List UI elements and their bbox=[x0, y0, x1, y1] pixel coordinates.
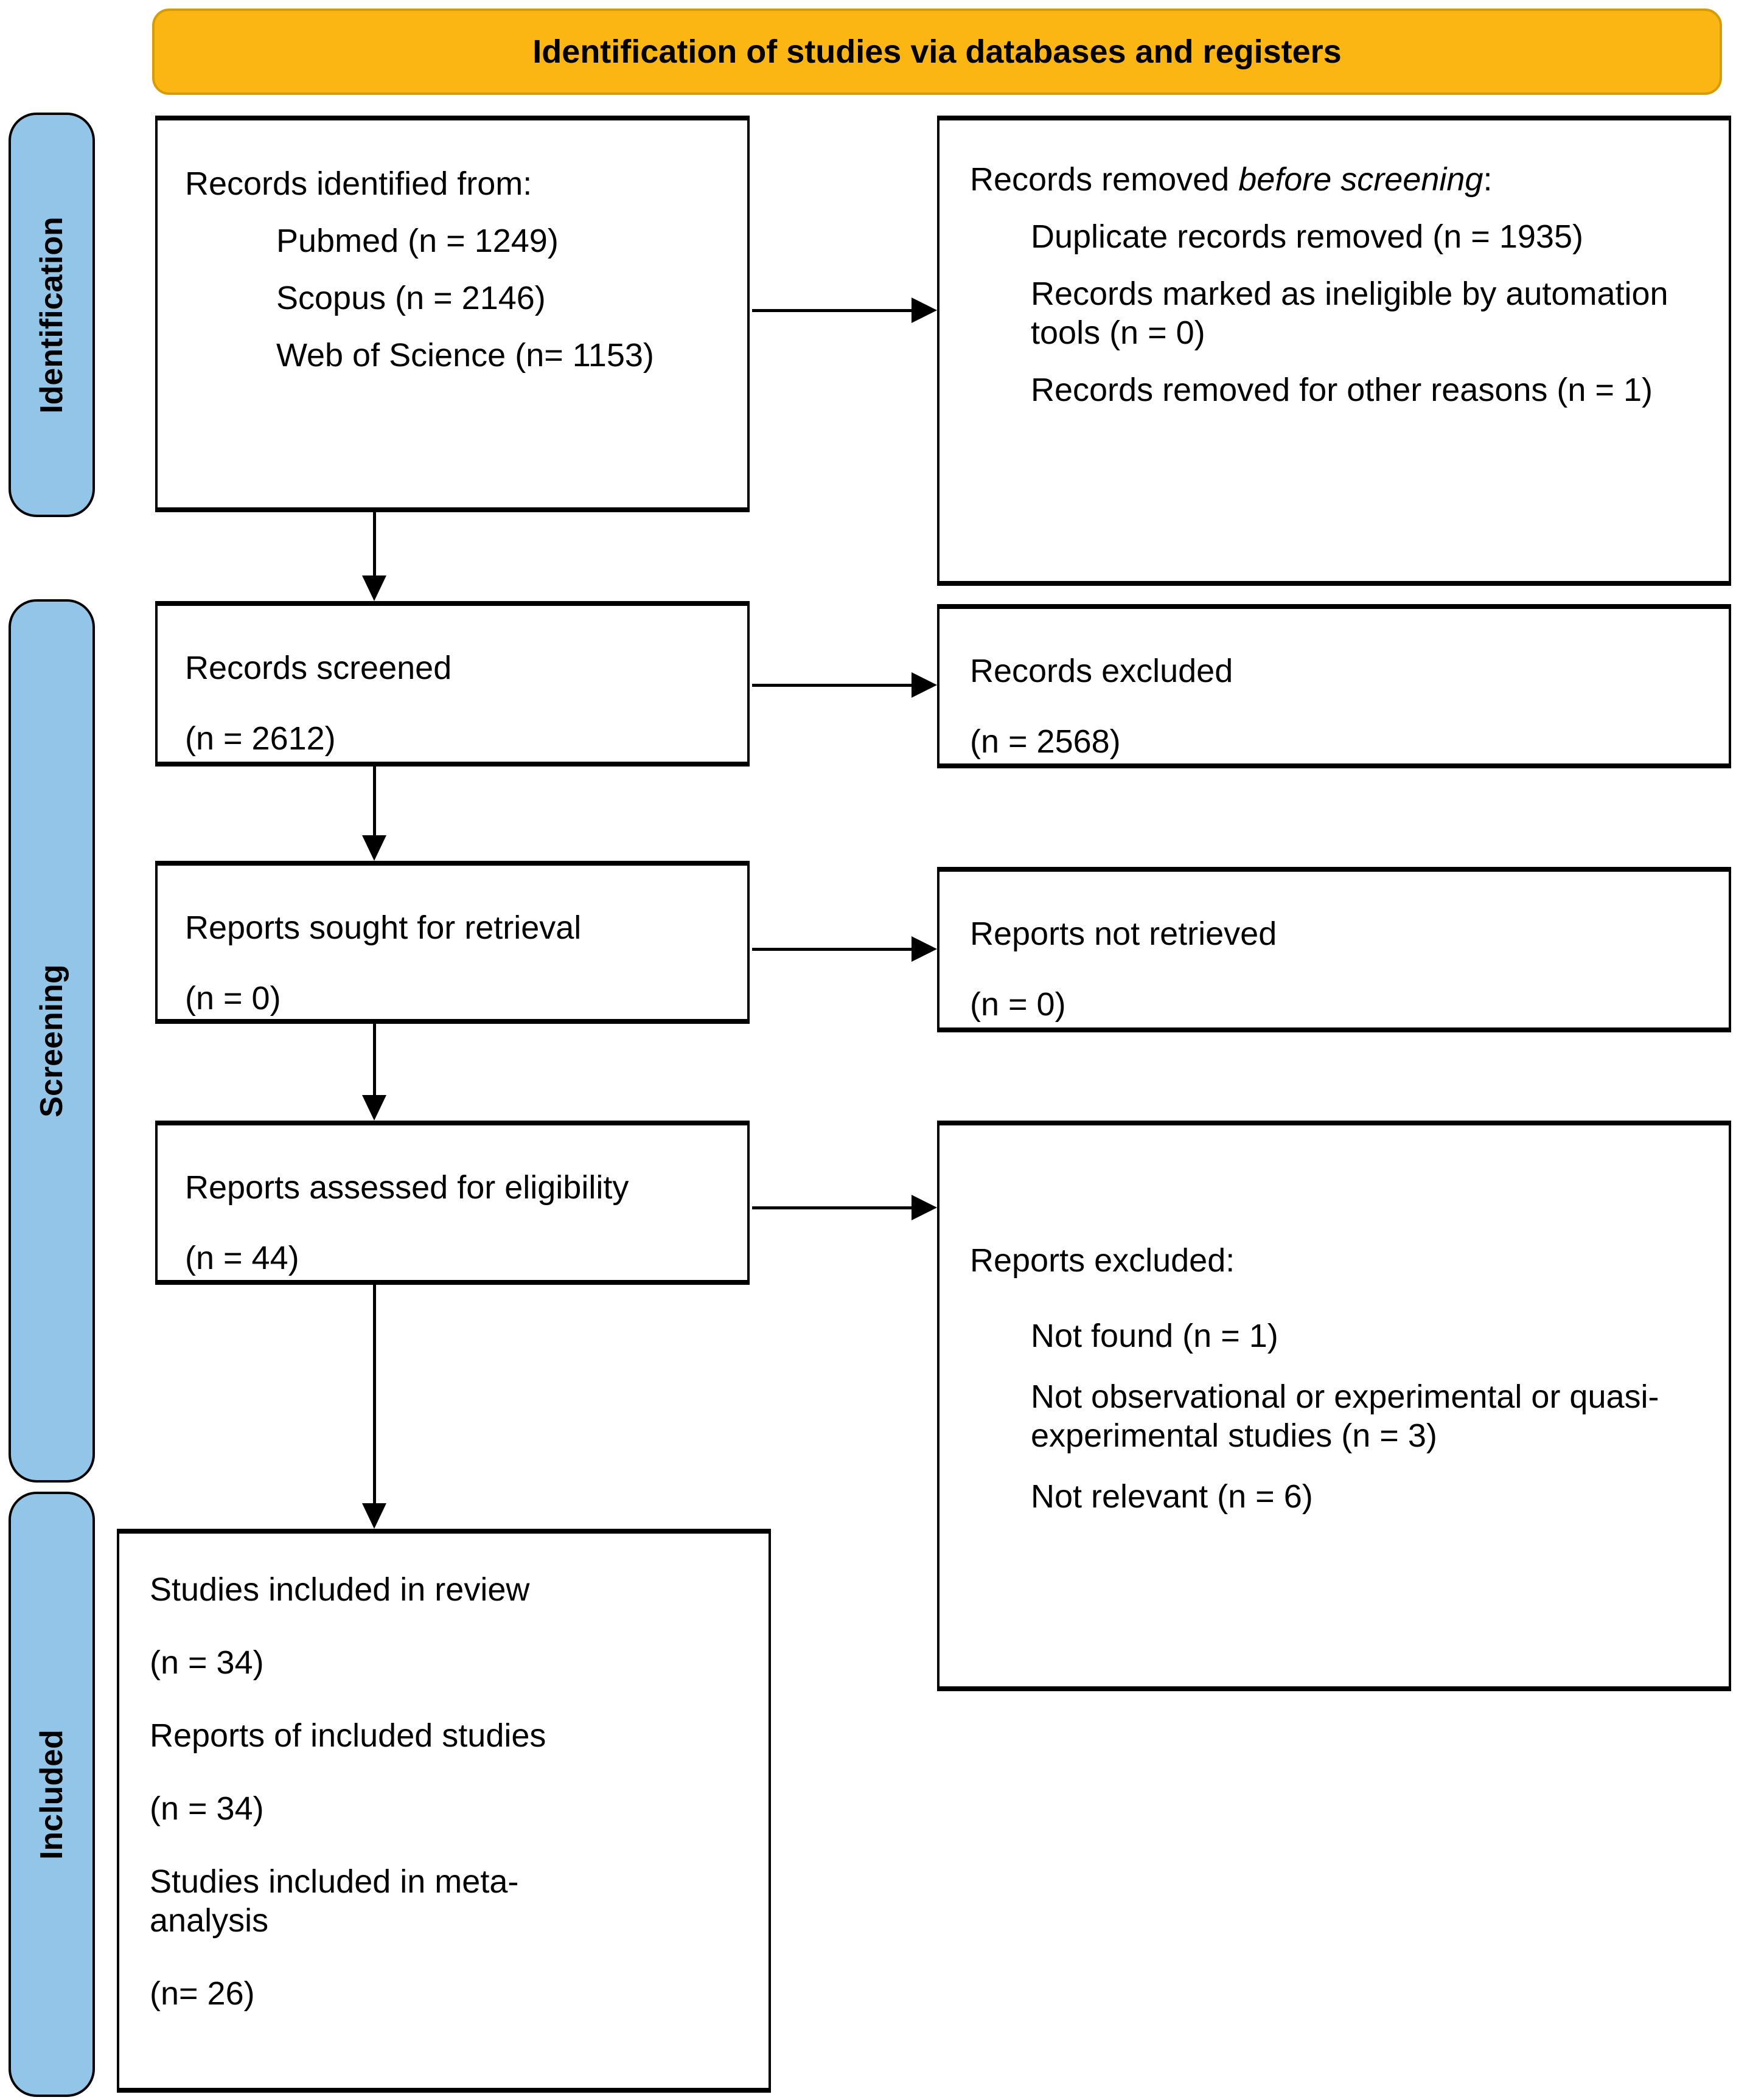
arrow-identified-to-removed-stem bbox=[752, 309, 912, 312]
reports-excluded-title: Reports excluded: bbox=[970, 1242, 1235, 1279]
reports-assessed-title: Reports assessed for eligibility bbox=[185, 1169, 629, 1206]
included-line-reports-count: (n = 34) bbox=[150, 1790, 264, 1827]
records-removed-item-duplicates: Duplicate records removed (n = 1935) bbox=[1031, 218, 1583, 255]
reports-not-retrieved-count: (n = 0) bbox=[970, 986, 1066, 1023]
box-reports-sought: Reports sought for retrieval (n = 0) bbox=[155, 861, 750, 1024]
stage-screening-text: Screening bbox=[34, 964, 69, 1118]
reports-sought-count: (n = 0) bbox=[185, 980, 281, 1017]
box-records-identified: Records identified from: Pubmed (n = 124… bbox=[155, 116, 750, 512]
arrow-sought-to-not-retrieved-stem bbox=[752, 948, 912, 951]
records-removed-title-italic: before screening bbox=[1238, 161, 1483, 198]
records-identified-item-wos: Web of Science (n= 1153) bbox=[276, 337, 654, 374]
arrow-screened-to-sought-stem bbox=[373, 767, 376, 835]
reports-excluded-item-not-found: Not found (n = 1) bbox=[1031, 1318, 1278, 1354]
arrow-sought-to-assessed-head bbox=[362, 1095, 386, 1121]
stage-label-included: Included bbox=[9, 1492, 95, 2097]
reports-not-retrieved-title: Reports not retrieved bbox=[970, 916, 1277, 952]
records-identified-title: Records identified from: bbox=[185, 165, 532, 202]
box-records-excluded: Records excluded (n = 2568) bbox=[937, 604, 1731, 768]
reports-assessed-count: (n = 44) bbox=[185, 1240, 299, 1276]
box-studies-included: Studies included in review (n = 34) Repo… bbox=[117, 1529, 771, 2093]
reports-excluded-item-not-relevant: Not relevant (n = 6) bbox=[1031, 1478, 1313, 1515]
arrow-identified-to-screened-head bbox=[362, 575, 386, 601]
records-identified-item-scopus: Scopus (n = 2146) bbox=[276, 280, 546, 316]
arrow-assessed-to-reports-excluded-head bbox=[912, 1195, 937, 1220]
records-excluded-count: (n = 2568) bbox=[970, 723, 1121, 760]
included-line-reports: Reports of included studies bbox=[150, 1717, 546, 1754]
arrow-screened-to-excluded-head bbox=[912, 672, 937, 698]
box-reports-assessed: Reports assessed for eligibility (n = 44… bbox=[155, 1121, 750, 1285]
records-removed-title: Records removed before screening: bbox=[970, 160, 1717, 199]
included-line-review-count: (n = 34) bbox=[150, 1644, 264, 1681]
box-reports-excluded: Reports excluded: Not found (n = 1) Not … bbox=[937, 1121, 1731, 1691]
reports-sought-title: Reports sought for retrieval bbox=[185, 909, 582, 946]
box-records-removed-before-screening: Records removed before screening: Duplic… bbox=[937, 116, 1731, 586]
arrow-sought-to-not-retrieved-head bbox=[912, 936, 937, 962]
records-identified-item-pubmed: Pubmed (n = 1249) bbox=[276, 223, 559, 259]
included-line-review: Studies included in review bbox=[150, 1571, 530, 1608]
records-removed-item-other: Records removed for other reasons (n = 1… bbox=[1031, 372, 1653, 408]
included-line-meta-count: (n= 26) bbox=[150, 1975, 255, 2012]
stage-included-text: Included bbox=[34, 1729, 69, 1860]
records-screened-title: Records screened bbox=[185, 650, 452, 686]
arrow-assessed-to-included-stem bbox=[373, 1285, 376, 1503]
records-screened-count: (n = 2612) bbox=[185, 720, 336, 757]
records-removed-title-suffix: : bbox=[1483, 161, 1493, 198]
arrow-sought-to-assessed-stem bbox=[373, 1024, 376, 1095]
stage-identification-text: Identification bbox=[34, 216, 69, 414]
records-excluded-title: Records excluded bbox=[970, 653, 1233, 689]
included-line-meta-analysis: Studies included in meta-analysis bbox=[150, 1863, 519, 1939]
records-removed-title-prefix: Records removed bbox=[970, 161, 1239, 198]
stage-label-identification: Identification bbox=[9, 113, 95, 517]
arrow-identified-to-removed-head bbox=[912, 297, 937, 323]
banner-identification-via-databases: Identification of studies via databases … bbox=[152, 9, 1722, 95]
box-records-screened: Records screened (n = 2612) bbox=[155, 601, 750, 767]
arrow-assessed-to-included-head bbox=[362, 1503, 386, 1529]
arrow-screened-to-excluded-stem bbox=[752, 684, 912, 687]
arrow-screened-to-sought-head bbox=[362, 835, 386, 861]
banner-title: Identification of studies via databases … bbox=[532, 33, 1342, 70]
stage-label-screening: Screening bbox=[9, 599, 95, 1483]
box-reports-not-retrieved: Reports not retrieved (n = 0) bbox=[937, 867, 1731, 1032]
arrow-identified-to-screened-stem bbox=[373, 512, 376, 575]
reports-excluded-item-not-observational: Not observational or experimental or qua… bbox=[1031, 1379, 1659, 1454]
records-removed-item-automation: Records marked as ineligible by automati… bbox=[1031, 276, 1668, 351]
arrow-assessed-to-reports-excluded-stem bbox=[752, 1206, 912, 1209]
